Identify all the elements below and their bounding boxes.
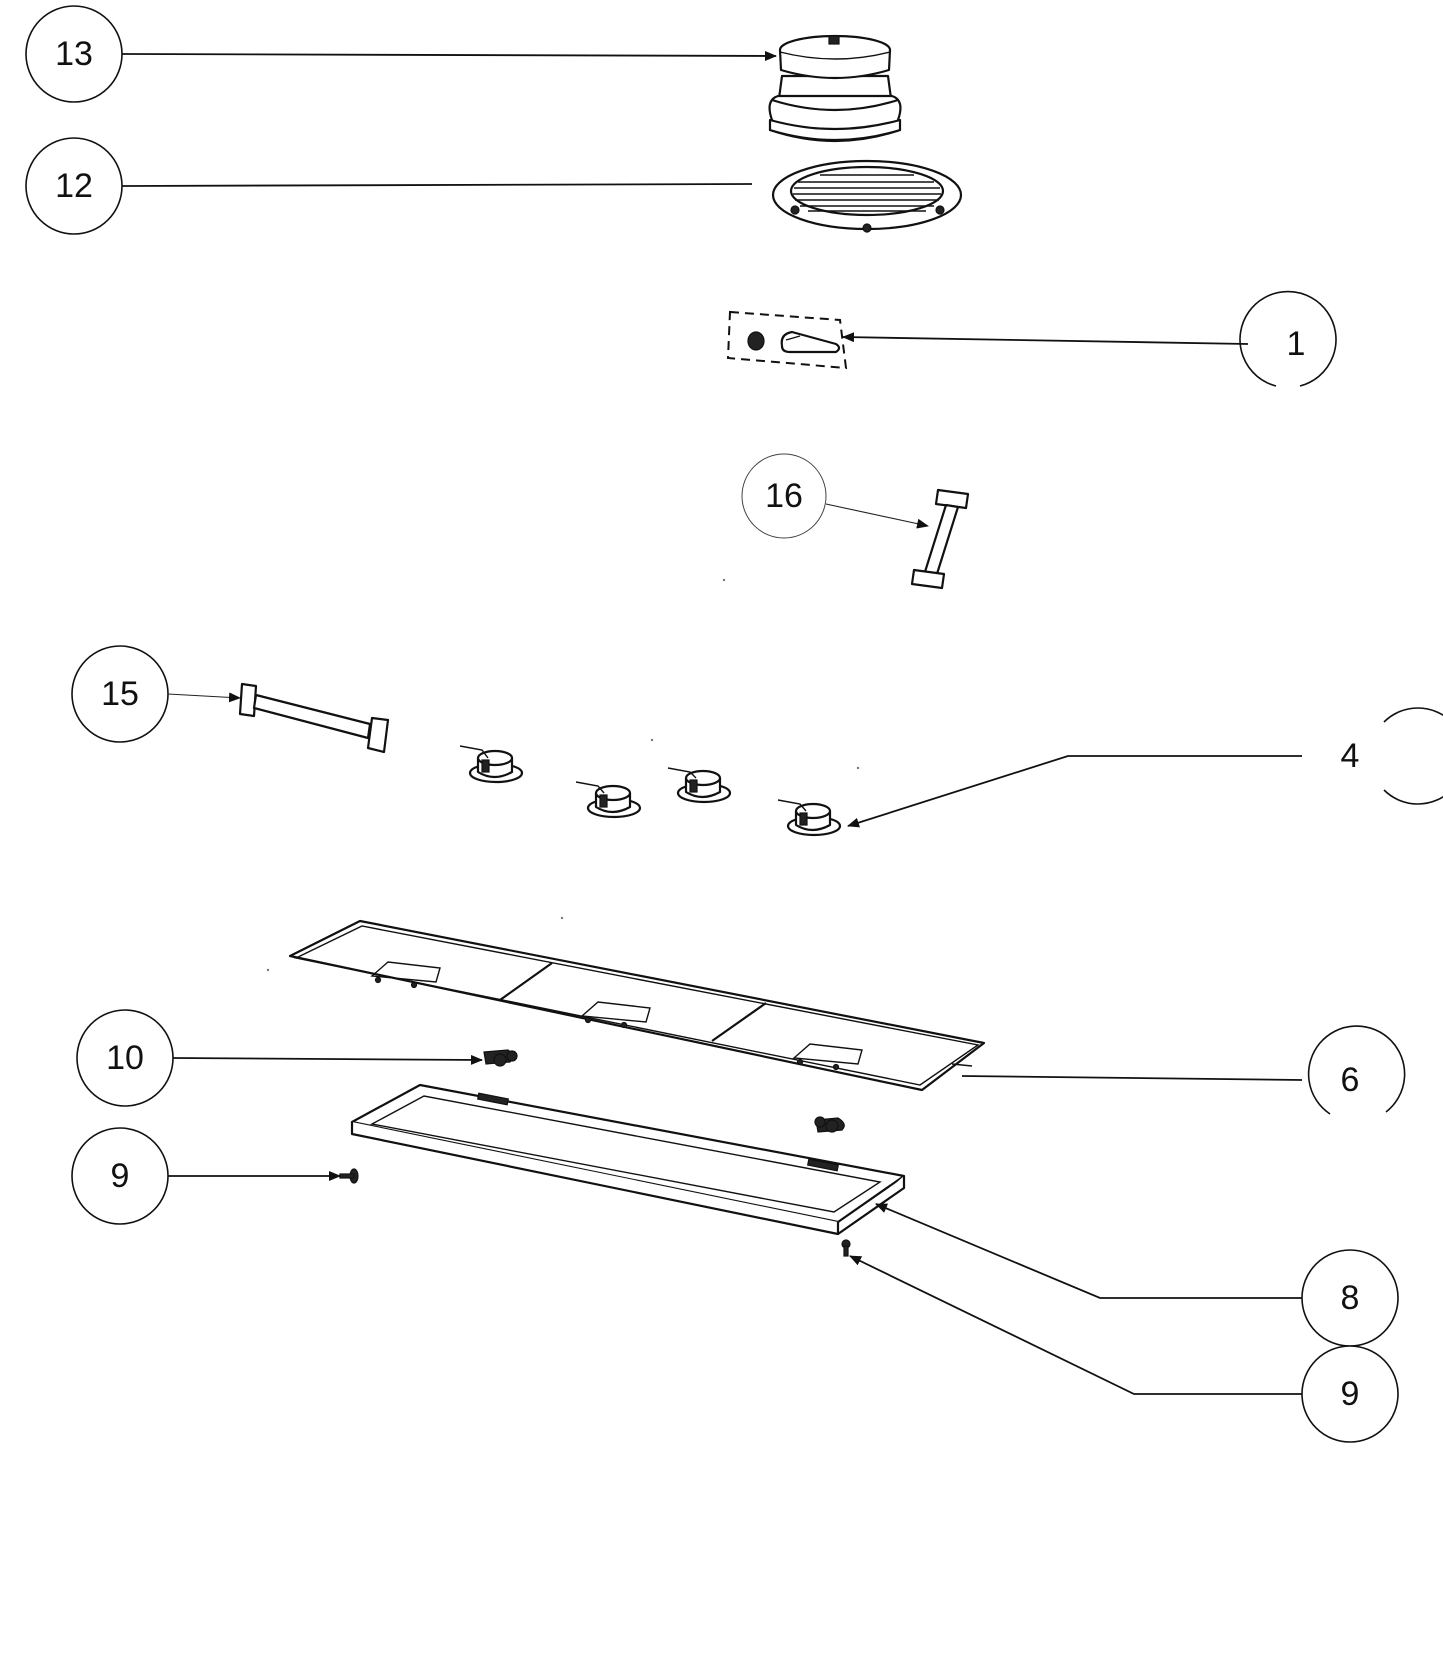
part-10-filter-latch-clips [483, 1049, 845, 1133]
part-16-light-tube-vertical [910, 488, 970, 590]
latch-clip-right [814, 1116, 845, 1133]
callout-15: 15 [71, 645, 241, 743]
callout-9-right-label: 9 [1341, 1375, 1360, 1413]
callout-8: 8 [875, 1203, 1399, 1347]
part-1-hardware-kit [726, 310, 848, 370]
callout-12-label: 12 [55, 167, 93, 205]
part-8-frame [350, 1083, 906, 1236]
callout-16-label: 16 [765, 477, 803, 515]
spot-light-4 [777, 799, 842, 837]
callout-12: 12 [25, 137, 753, 235]
part-9-screws [339, 1168, 851, 1257]
screw-left [339, 1168, 359, 1184]
callout-9-left: 9 [71, 1127, 341, 1225]
callout-1: 1 [842, 290, 1337, 387]
callout-15-label: 15 [101, 675, 139, 713]
callout-6: 6 [961, 1025, 1406, 1115]
spot-light-2 [575, 781, 642, 819]
latch-clip-left [483, 1049, 518, 1067]
callout-9-right: 9 [849, 1255, 1399, 1443]
part-6-grease-filters [288, 919, 986, 1092]
callout-1-label: 1 [1287, 325, 1306, 363]
callout-10-label: 10 [106, 1039, 144, 1077]
spot-light-3 [667, 767, 732, 804]
part-13-duct-collar [768, 34, 902, 143]
callout-16: 16 [741, 453, 929, 539]
stray-marks [266, 578, 860, 972]
screw-right [841, 1239, 851, 1257]
part-12-round-grille [771, 159, 963, 233]
callout-4-label: 4 [1341, 737, 1360, 775]
callout-6-label: 6 [1341, 1061, 1360, 1099]
callout-9-left-label: 9 [111, 1157, 130, 1195]
callout-13: 13 [25, 5, 777, 103]
callout-8-label: 8 [1341, 1279, 1360, 1317]
part-15-light-tube-horizontal [238, 682, 390, 754]
callout-4: 4 [847, 707, 1443, 828]
part-4-spot-lights [459, 745, 842, 837]
spot-light-1 [459, 745, 524, 784]
callout-10: 10 [76, 1009, 483, 1107]
callout-13-label: 13 [55, 35, 93, 73]
